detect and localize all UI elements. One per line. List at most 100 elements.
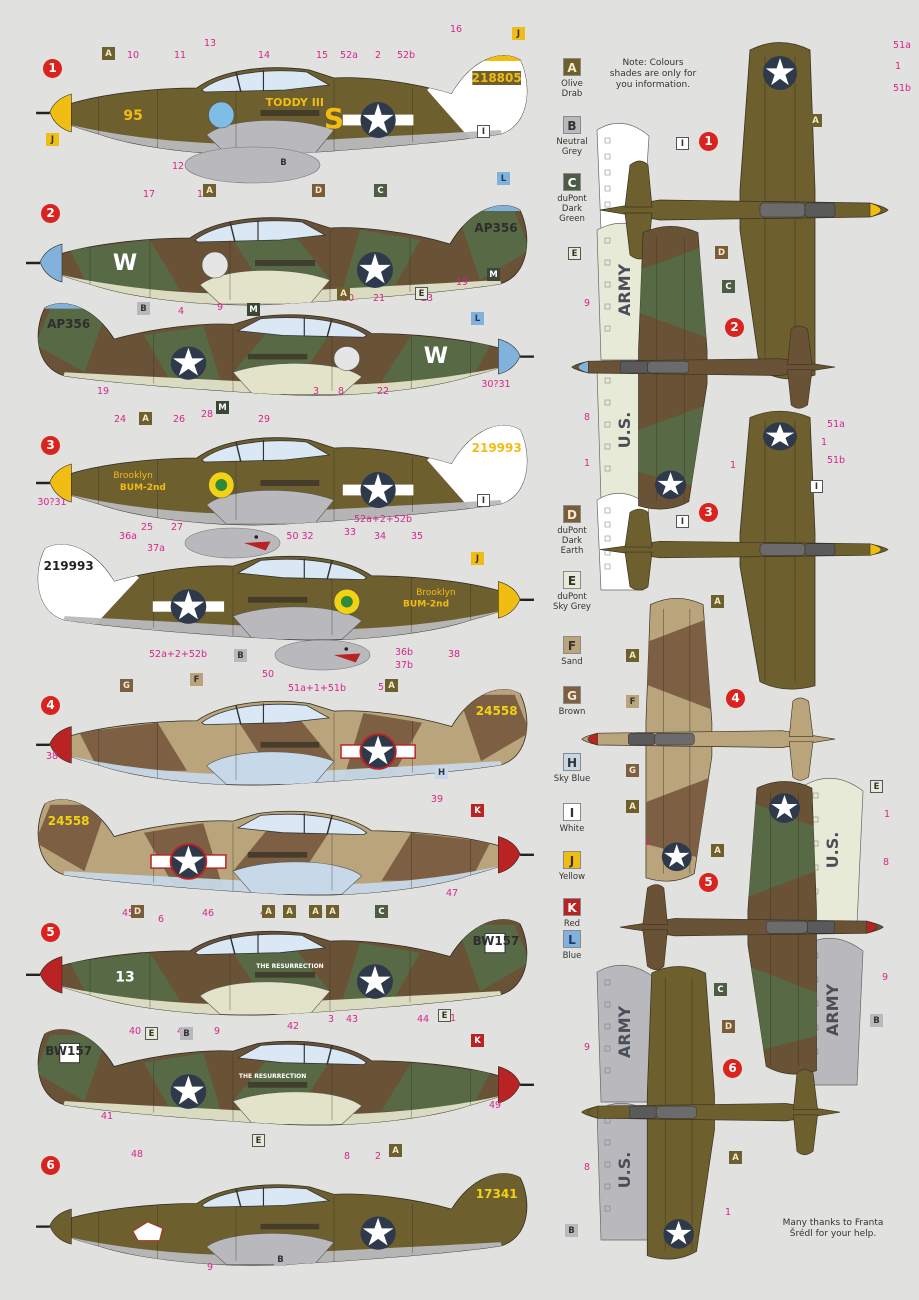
decal-callout-number: 9: [583, 298, 591, 309]
colour-label: duPont Dark Green: [557, 194, 587, 224]
colour-reference-tag: E: [438, 1009, 451, 1022]
colour-reference-tag: A: [326, 905, 339, 918]
colour-reference-tag: E: [252, 1134, 265, 1147]
colour-reference-tag: A: [385, 679, 398, 692]
drop-tank: [184, 527, 281, 559]
decal-callout-number: 26: [172, 414, 186, 425]
colour-swatch: J: [563, 851, 581, 869]
colour-reference-tag: G: [120, 679, 133, 692]
colour-reference-tag: D: [722, 1020, 735, 1033]
colour-label: duPont Dark Earth: [557, 526, 587, 556]
credits-note: Many thanks to Franta Šrédl for your hel…: [782, 1218, 884, 1239]
decal-callout-number: 1: [729, 460, 737, 471]
svg-text:U.S.: U.S.: [823, 832, 842, 869]
colour-reference-tag: C: [374, 184, 387, 197]
colour-swatch: B: [563, 116, 581, 134]
colour-reference-tag: A: [203, 184, 216, 197]
decal-callout-number: 6: [157, 914, 165, 925]
colour-reference-tag: A: [729, 1151, 742, 1164]
decal-callout-number: 21: [372, 293, 386, 304]
colour-reference-tag: B: [234, 649, 247, 662]
svg-text:BW157: BW157: [45, 1044, 92, 1058]
plan-view-scheme-3: [599, 410, 889, 690]
colour-swatch: I: [563, 803, 581, 821]
colour-reference-tag: J: [471, 552, 484, 565]
colour-swatch: K: [563, 898, 581, 916]
decal-callout-number: 3: [327, 1014, 335, 1025]
colour-reference-tag: B: [180, 1027, 193, 1040]
colour-reference-tag: C: [375, 905, 388, 918]
decal-callout-number: 17: [142, 189, 156, 200]
decal-callout-number: 3: [312, 386, 320, 397]
scheme-number-badge: 6: [723, 1059, 742, 1078]
colour-label: Olive Drab: [561, 79, 583, 99]
svg-text:AP356: AP356: [47, 317, 90, 331]
colour-reference-tag: C: [722, 280, 735, 293]
colour-reference-tag: A: [283, 905, 296, 918]
markings-scheme-6: 17341: [476, 1187, 518, 1201]
scheme-number-badge: 6: [41, 1156, 60, 1175]
svg-text:ARMY: ARMY: [615, 1005, 634, 1058]
legend-colour-j: J Yellow: [552, 851, 592, 882]
svg-text:13: 13: [115, 970, 134, 986]
colour-reference-tag: I: [676, 137, 689, 150]
decal-callout-number: 39: [430, 794, 444, 805]
side-profile-scheme-2: [26, 205, 528, 306]
colour-reference-tag: F: [190, 673, 203, 686]
colour-reference-tag: E: [415, 287, 428, 300]
decal-callout-number: 42: [286, 1021, 300, 1032]
svg-text:W: W: [113, 251, 137, 276]
colour-label: Yellow: [558, 872, 586, 882]
svg-text:THE RESURRECTION: THE RESURRECTION: [239, 1073, 306, 1080]
colour-reference-tag: B: [870, 1014, 883, 1027]
colour-reference-tag: A: [337, 287, 350, 300]
colour-reference-tag: K: [471, 804, 484, 817]
drop-tank: [184, 146, 321, 184]
colour-reference-tag: M: [487, 268, 500, 281]
plan-view-scheme-6: [581, 966, 841, 1260]
colour-reference-tag: I: [477, 125, 490, 138]
colour-reference-tag: E: [568, 247, 581, 260]
side-profile-scheme-3: [37, 544, 534, 641]
decal-callout-number: 38: [447, 649, 461, 660]
decal-callout-number: 28: [200, 409, 214, 420]
decal-callout-number: 29: [257, 414, 271, 425]
decal-callout-number: 27: [170, 522, 184, 533]
colour-reference-tag: A: [626, 649, 639, 662]
decal-callout-number: 9: [216, 302, 224, 313]
svg-text:S: S: [324, 102, 344, 135]
colour-reference-tag: F: [626, 695, 639, 708]
plan-view-scheme-2: [571, 225, 836, 510]
decal-callout-number: 51a: [827, 419, 845, 430]
scheme-number-badge: 5: [699, 873, 718, 892]
decal-callout-number: 45: [121, 908, 135, 919]
svg-text:24558: 24558: [476, 704, 518, 718]
svg-text:24558: 24558: [48, 814, 90, 828]
decal-callout-number: 12: [171, 161, 185, 172]
decal-callout-number: 34: [373, 531, 387, 542]
decal-callout-number: 1: [724, 1207, 732, 1218]
wing-underside: U.S.: [804, 777, 864, 926]
decal-callout-number: 37a: [147, 543, 165, 554]
colour-reference-tag: A: [809, 114, 822, 127]
scheme-number-badge: 1: [43, 59, 62, 78]
legend-colour-a: A Olive Drab: [552, 58, 592, 99]
decal-callout-number: 47: [445, 888, 459, 899]
colour-reference-tag: I: [477, 494, 490, 507]
decal-callout-number: 37b: [394, 660, 414, 671]
colour-swatch: A: [563, 58, 581, 76]
svg-text:BUM-2nd: BUM-2nd: [403, 600, 449, 610]
colour-swatch: H: [563, 753, 581, 771]
decal-callout-number: 8: [882, 857, 890, 868]
colour-reference-tag: A: [711, 844, 724, 857]
decal-callout-number: 49: [488, 1100, 502, 1111]
